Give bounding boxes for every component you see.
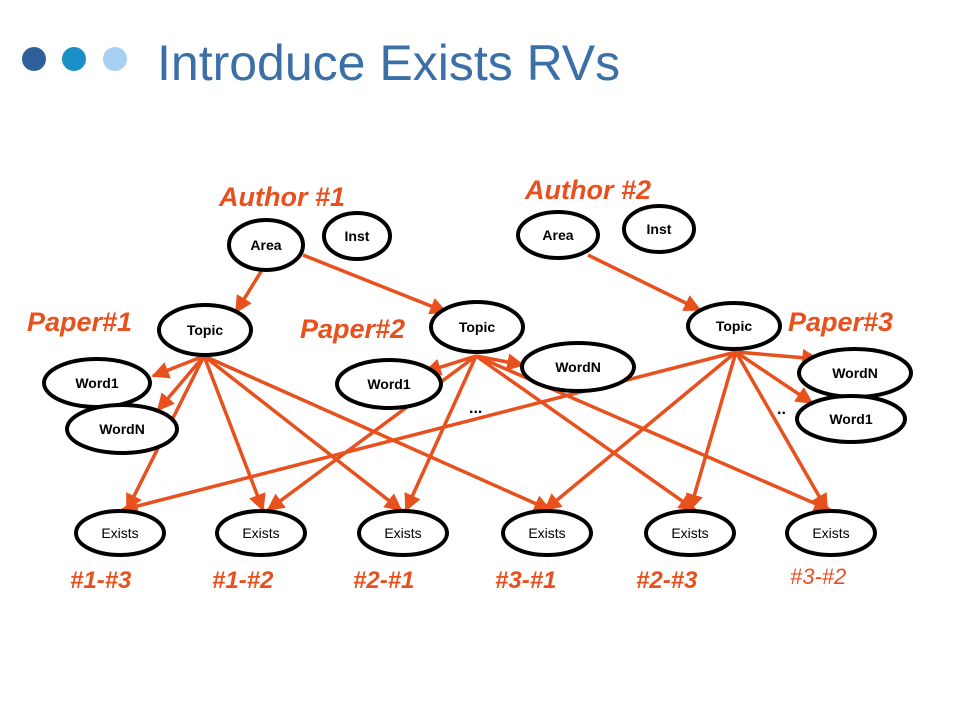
node-p1-wordN: WordN bbox=[65, 403, 179, 455]
edge-topic3-exists4 bbox=[543, 350, 738, 512]
node-exists-4-label: Exists bbox=[528, 525, 565, 541]
node-exists-5-label: Exists bbox=[671, 525, 708, 541]
node-p2-word1-label: Word1 bbox=[367, 376, 411, 392]
edge-area1-topic2 bbox=[302, 253, 448, 315]
paper1-label: Paper#1 bbox=[27, 307, 132, 337]
slide-title: Introduce Exists RVs bbox=[157, 35, 620, 91]
author1-label: Author #1 bbox=[218, 182, 345, 212]
node-inst1-label: Inst bbox=[345, 228, 370, 244]
node-inst2: Inst bbox=[622, 204, 696, 254]
edge-area2-topic3 bbox=[587, 253, 702, 312]
node-p3-word1-label: Word1 bbox=[829, 411, 873, 427]
node-p2-word1: Word1 bbox=[335, 358, 443, 410]
node-p2-wordN-label: WordN bbox=[555, 359, 601, 375]
node-exists-6-label: Exists bbox=[812, 525, 849, 541]
node-exists-2-label: Exists bbox=[242, 525, 279, 541]
edge-topic1-exists4 bbox=[203, 354, 552, 512]
node-topic3: Topic bbox=[686, 301, 782, 351]
edge-topic1-word1 bbox=[151, 354, 205, 379]
pair-label-4: #3-#1 bbox=[495, 567, 556, 594]
pair-label-3: #2-#1 bbox=[353, 567, 414, 594]
node-area1: Area bbox=[227, 218, 305, 272]
node-exists-1-label: Exists bbox=[101, 525, 138, 541]
node-topic1: Topic bbox=[157, 303, 253, 357]
node-exists-5: Exists bbox=[644, 509, 736, 557]
node-exists-3: Exists bbox=[357, 509, 449, 557]
node-area1-label: Area bbox=[250, 237, 281, 253]
pair-label-5: #2-#3 bbox=[636, 567, 698, 594]
edge-topic3-wordN bbox=[735, 348, 820, 367]
paper2-label: Paper#2 bbox=[300, 314, 405, 344]
edge-area1-topic1 bbox=[234, 269, 264, 314]
bullet-dot-dark bbox=[22, 47, 46, 71]
node-topic1-label: Topic bbox=[187, 322, 224, 338]
node-topic2-label: Topic bbox=[459, 319, 496, 335]
node-area2: Area bbox=[516, 210, 600, 260]
bullet-dot-light bbox=[103, 47, 127, 71]
author2-label: Author #2 bbox=[524, 175, 651, 205]
node-p3-wordN-label: WordN bbox=[832, 365, 878, 381]
edge-topic3-exists1 bbox=[120, 350, 737, 515]
edge-topic1-exists3 bbox=[202, 354, 403, 512]
p2-ellipsis: ... bbox=[469, 400, 482, 417]
node-p3-word1: Word1 bbox=[795, 394, 907, 444]
node-p1-word1-label: Word1 bbox=[75, 375, 119, 391]
node-inst1: Inst bbox=[322, 211, 392, 261]
node-p3-wordN: WordN bbox=[797, 347, 913, 399]
node-p2-wordN: WordN bbox=[520, 341, 636, 393]
node-inst2-label: Inst bbox=[647, 221, 672, 237]
node-exists-6: Exists bbox=[785, 509, 877, 557]
pair-label-1: #1-#3 bbox=[70, 567, 132, 594]
node-exists-1: Exists bbox=[74, 509, 166, 557]
edge-topic3-exists6 bbox=[734, 351, 829, 512]
node-topic2: Topic bbox=[429, 300, 525, 354]
node-exists-4: Exists bbox=[501, 509, 593, 557]
edge-topic2-exists5 bbox=[474, 354, 697, 512]
node-exists-3-label: Exists bbox=[384, 525, 421, 541]
edge-topic3-exists5 bbox=[686, 351, 738, 512]
edge-topic2-exists3 bbox=[404, 355, 478, 512]
edge-topic3-word1 bbox=[735, 350, 814, 405]
node-p1-word1: Word1 bbox=[42, 357, 152, 409]
node-area2-label: Area bbox=[542, 227, 573, 243]
node-topic3-label: Topic bbox=[716, 318, 753, 334]
paper3-label: Paper#3 bbox=[788, 307, 893, 337]
node-exists-2: Exists bbox=[215, 509, 307, 557]
pair-label-2: #1-#2 bbox=[212, 567, 274, 594]
pair-label-6: #3-#2 bbox=[790, 564, 846, 589]
edge-topic1-wordN bbox=[156, 354, 206, 412]
node-p1-wordN-label: WordN bbox=[99, 421, 145, 437]
edge-layer bbox=[120, 253, 832, 515]
bullet-dot-mid bbox=[62, 47, 86, 71]
p3-ellipsis: .. bbox=[777, 401, 786, 418]
edge-topic1-exists2 bbox=[202, 355, 266, 512]
